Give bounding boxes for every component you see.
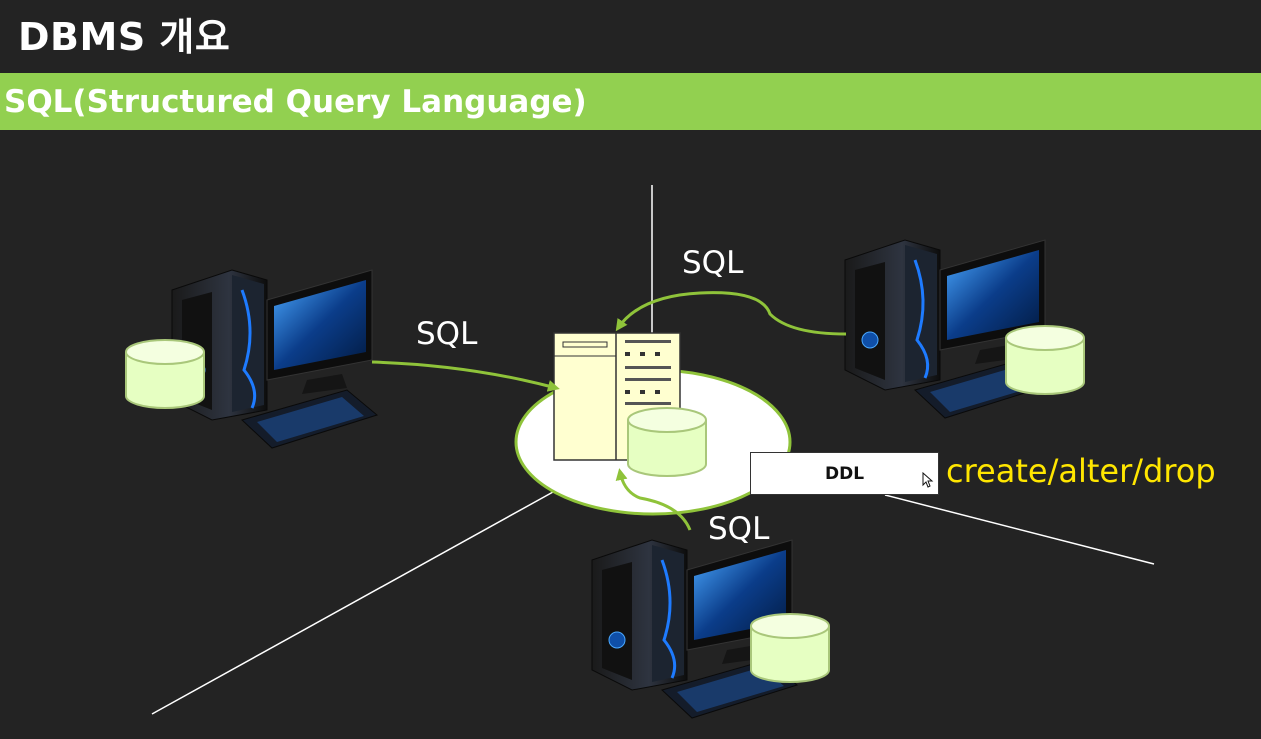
slide-title: DBMS 개요	[18, 15, 231, 59]
database-icon-left	[125, 339, 205, 409]
guide-line-left	[151, 491, 554, 715]
guide-line-right	[884, 494, 1155, 565]
database-icon-right	[1005, 325, 1085, 395]
ddl-commands: create/alter/drop	[946, 452, 1216, 490]
ddl-label: DDL	[824, 464, 865, 484]
database-icon-center	[627, 407, 707, 477]
subtitle-band	[0, 73, 1261, 130]
database-icon-bottom	[750, 613, 830, 683]
arrow-bottom	[615, 468, 692, 531]
arrow-right	[615, 291, 847, 336]
sql-label-bottom: SQL	[708, 511, 770, 547]
cursor-icon	[922, 472, 934, 488]
arrow-left	[371, 360, 560, 392]
sql-label-left: SQL	[416, 316, 478, 352]
slide-subtitle: SQL(Structured Query Language)	[4, 84, 587, 120]
sql-label-top: SQL	[682, 245, 744, 281]
ddl-button[interactable]: DDL	[750, 452, 939, 495]
